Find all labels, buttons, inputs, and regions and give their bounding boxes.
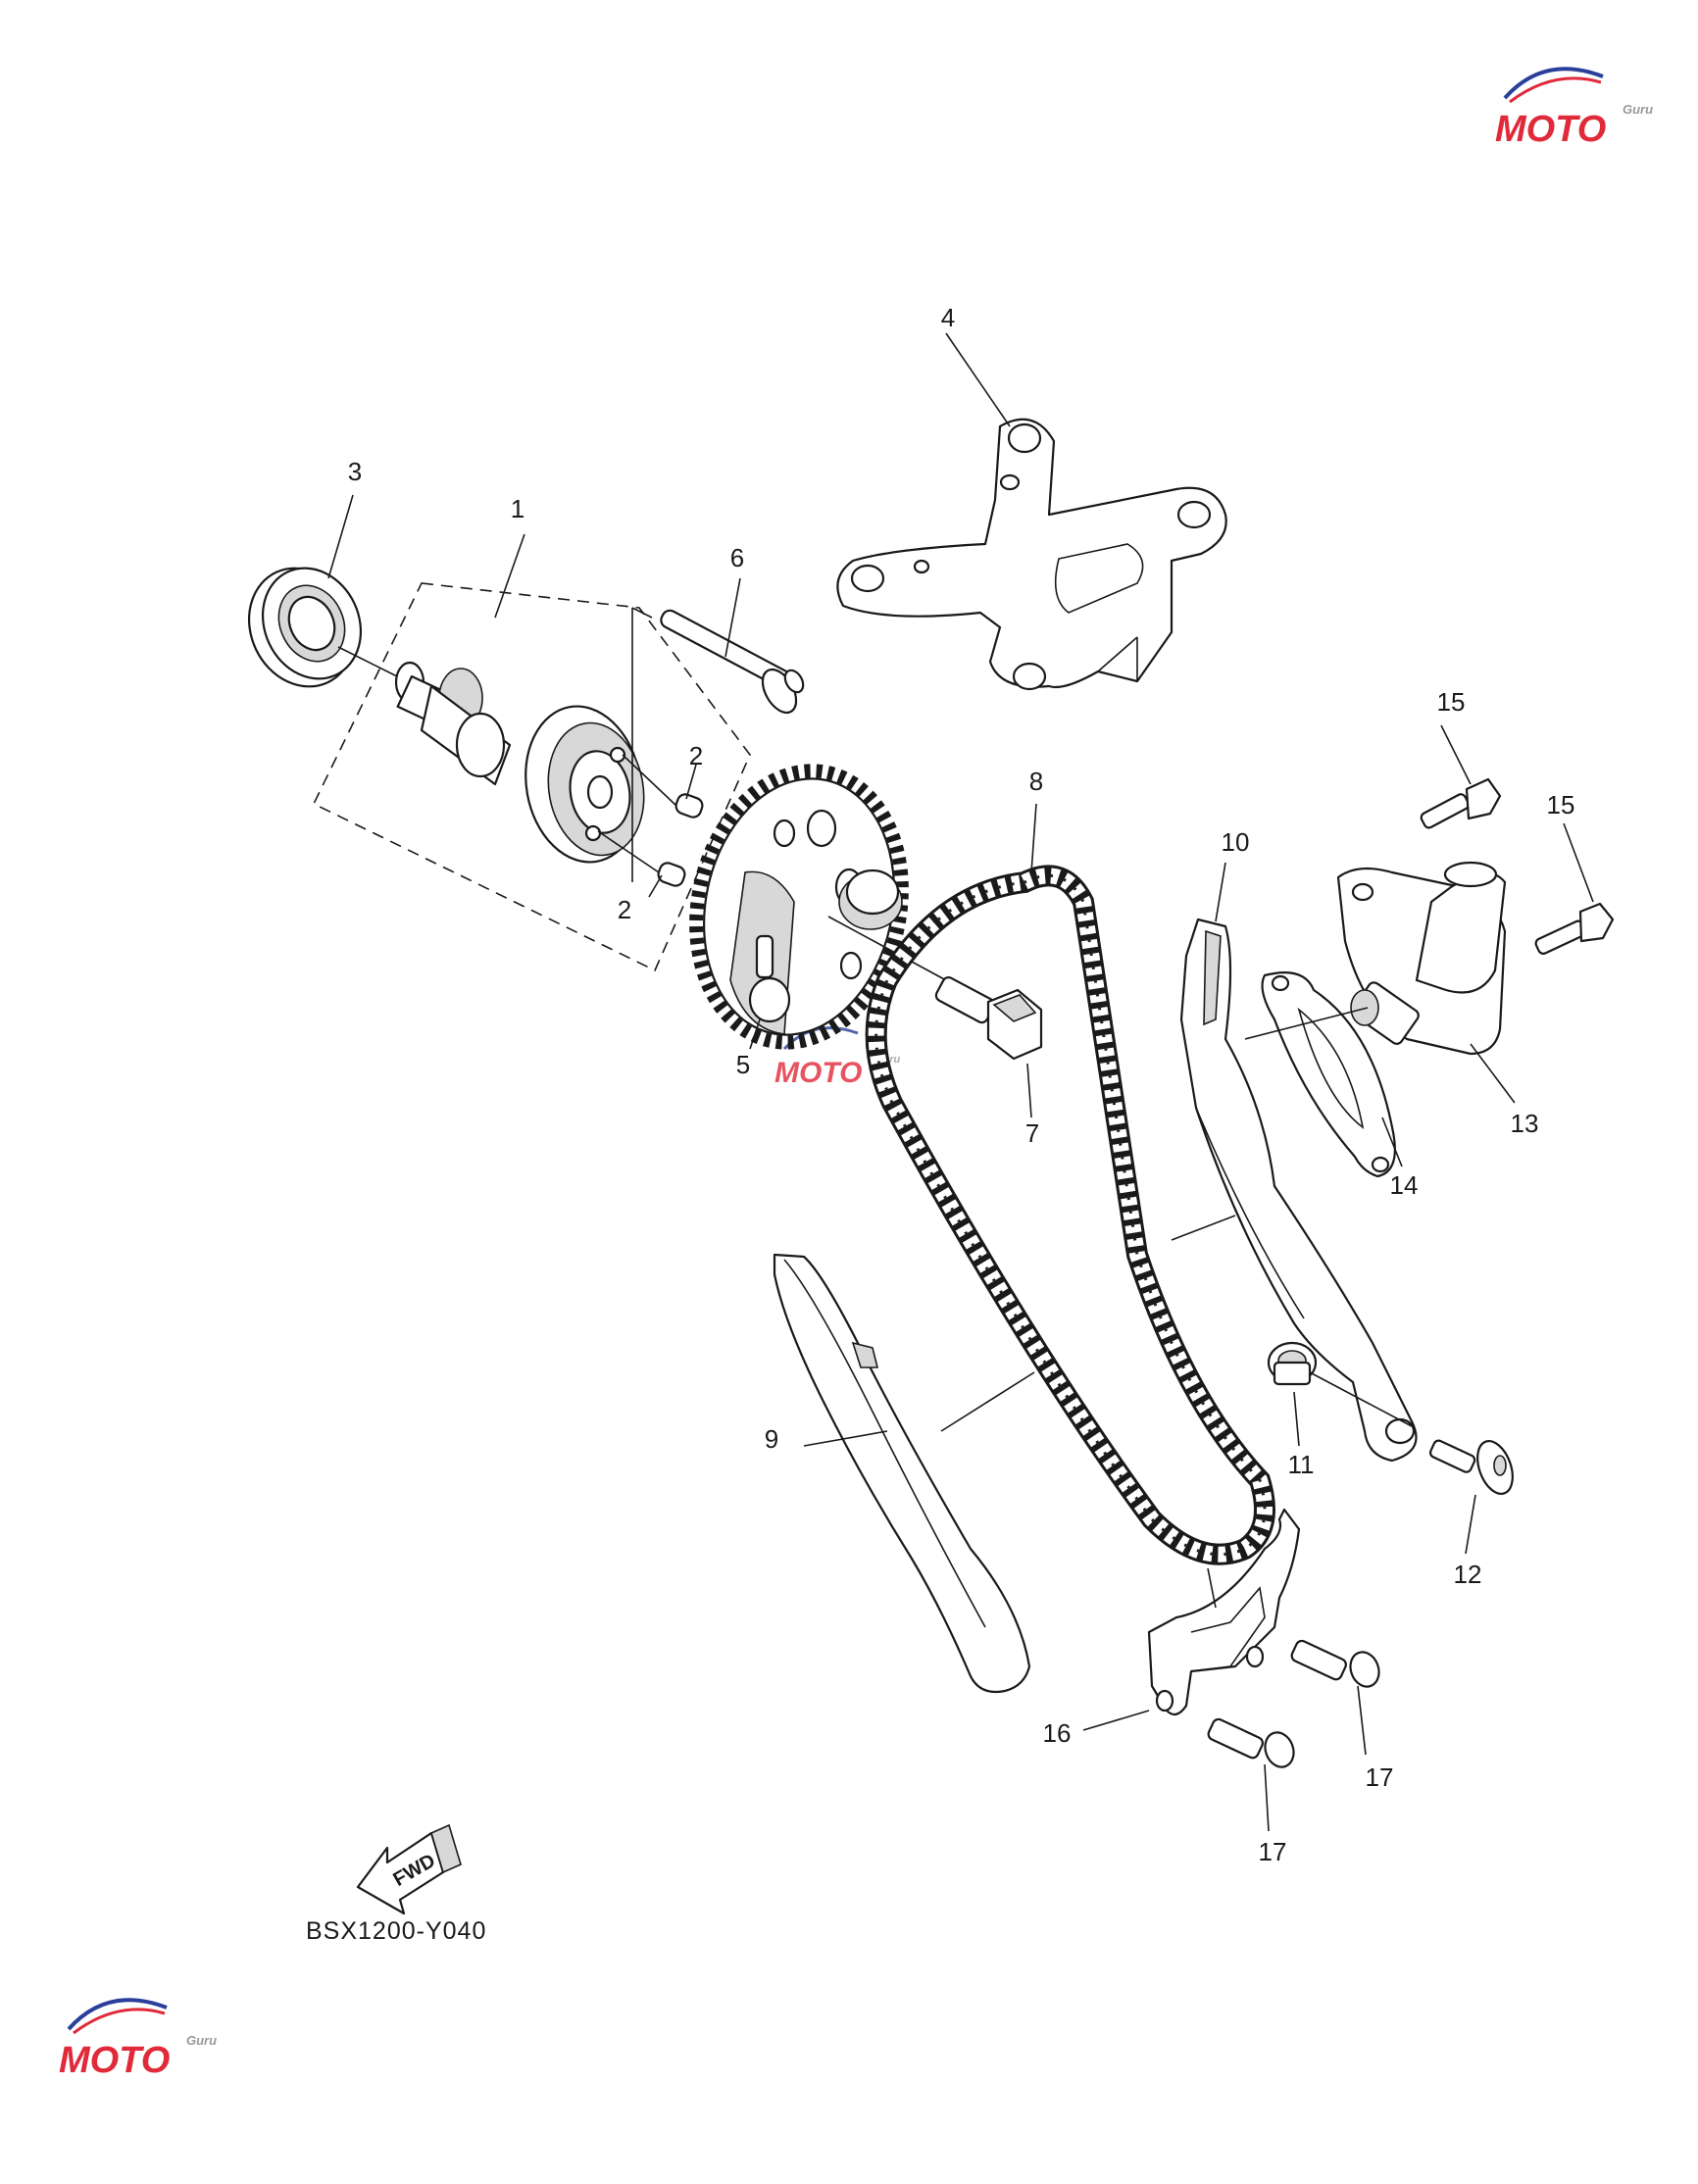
callout-13: 13 [1511,1109,1539,1138]
fwd-arrow-icon: FWD [356,1823,462,1915]
callout-2-lower: 2 [618,895,631,924]
callout-labels: 1 2 2 3 4 5 6 7 8 9 10 11 12 13 14 15 15… [348,303,1575,1866]
part-7-bolt [827,916,1043,1061]
diagram-code: BSX1200-Y040 [306,1917,486,1945]
callout-12: 12 [1454,1560,1482,1589]
callout-10: 10 [1222,827,1250,857]
part-15-bolt-upper [1420,777,1502,829]
part-17-bolt-upper [1290,1639,1380,1688]
part-13-tensioner [1244,861,1507,1056]
part-17-bolt-lower [1207,1717,1295,1768]
callout-3: 3 [348,457,362,486]
callout-5: 5 [736,1050,750,1079]
watermark-subtext: Guru [1623,102,1653,117]
watermark-text: MOTO [774,1057,862,1089]
callout-15-upper: 15 [1437,687,1466,717]
callout-7: 7 [1025,1118,1039,1148]
watermark-text: MOTO [59,2040,170,2081]
watermark-logo-top: MOTO Guru [1495,67,1653,150]
callout-2-upper: 2 [689,741,703,770]
callout-17-lower: 17 [1259,1837,1287,1866]
part-16-lower-guide [1147,1508,1301,1716]
watermark-text: MOTO [1495,109,1606,150]
callout-9: 9 [765,1424,778,1454]
callout-16: 16 [1043,1718,1072,1748]
callout-1: 1 [511,494,524,523]
part-12-bolt [1428,1439,1514,1495]
part-5-cam-sprocket [689,764,909,1050]
callout-6: 6 [730,543,744,572]
part-2-pin-lower [597,830,686,887]
part-2-pin-upper [622,754,704,819]
callout-11: 11 [1288,1450,1315,1479]
part-15-bolt-right [1534,902,1615,955]
part-8-timing-chain [865,865,1275,1565]
part-11-collar [1267,1341,1413,1427]
part-3-bearing [247,567,363,688]
callout-17-upper: 17 [1366,1762,1394,1792]
callout-15-right: 15 [1547,790,1575,819]
callout-14: 14 [1390,1170,1419,1200]
part-4-bracket [836,418,1227,691]
leader-lines [327,332,1594,1832]
part-14-gasket [1261,971,1396,1178]
callout-4: 4 [941,303,955,332]
part-6-pin [660,609,805,715]
part-9-chain-guide [773,1253,1031,1694]
part-10-tensioner-guide [1179,918,1418,1463]
watermark-subtext: Guru [186,2033,217,2048]
callout-8: 8 [1029,767,1043,796]
watermark-logo-bottom: MOTO Guru [59,1998,217,2081]
part-1-camshaft [312,582,751,972]
